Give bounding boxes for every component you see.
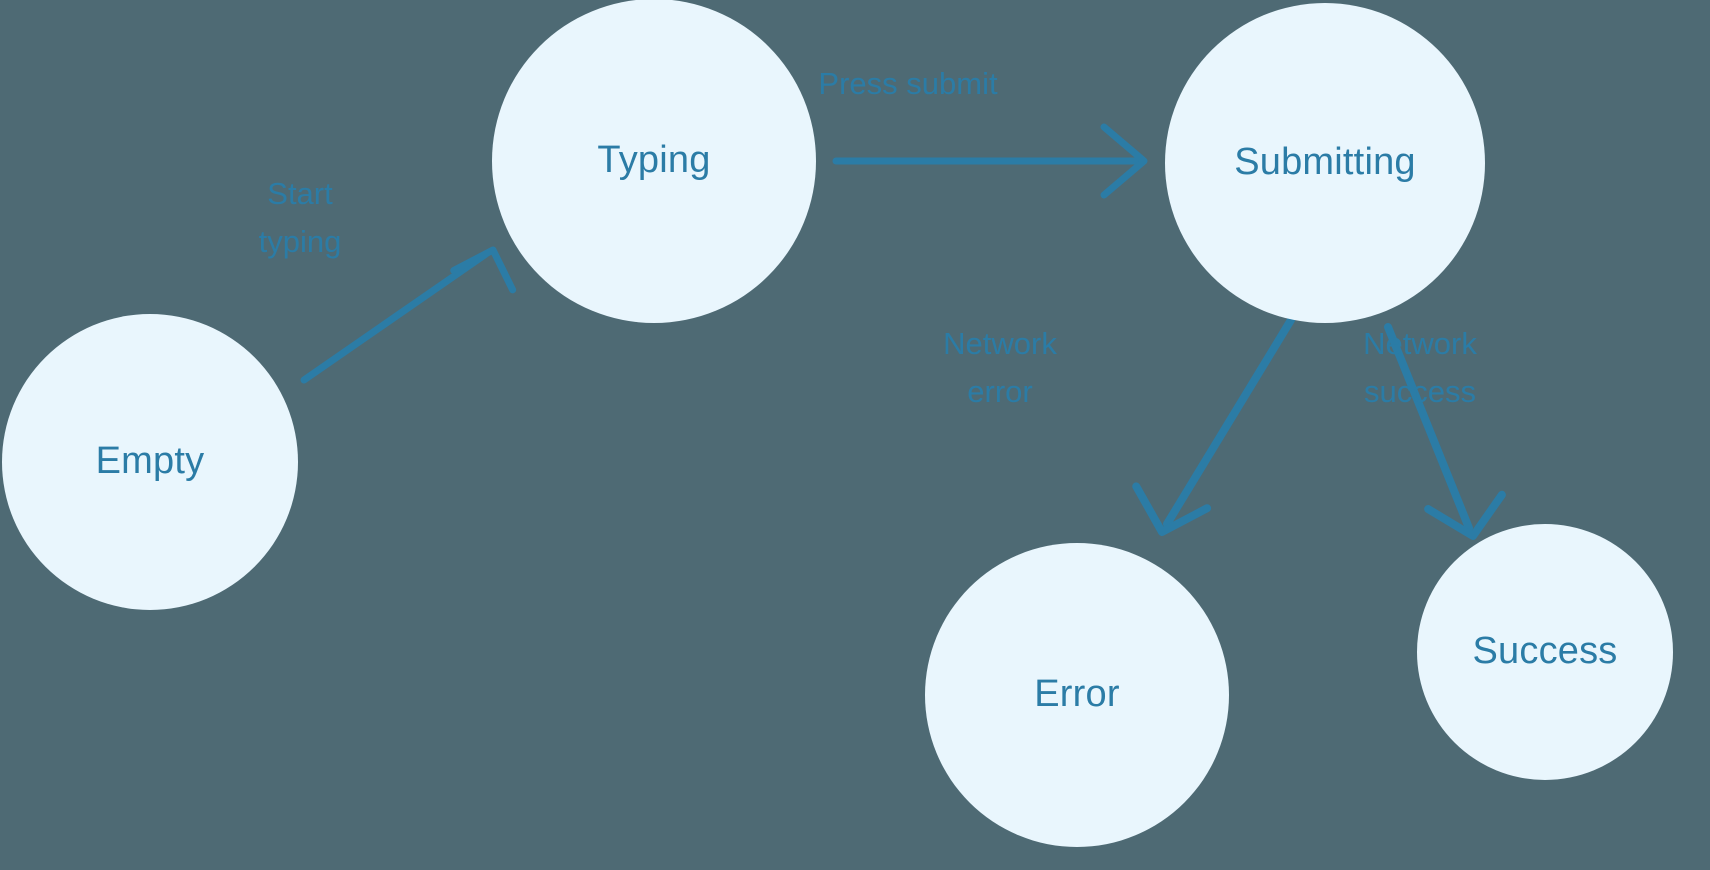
edge-submitting-to-error <box>1132 316 1295 536</box>
arrowhead-icon <box>450 246 517 294</box>
edge-label-network-success: Network success <box>1363 326 1477 410</box>
edge-line <box>1163 316 1295 528</box>
arrowhead-icon <box>1132 482 1212 536</box>
arrowhead-icon <box>1100 123 1148 199</box>
edge-empty-to-typing <box>300 246 517 384</box>
edge-line <box>300 250 490 384</box>
node-label-submitting: Submitting <box>1234 141 1416 184</box>
node-empty[interactable]: Empty <box>2 314 298 610</box>
node-label-success: Success <box>1472 630 1618 673</box>
edge-label-press-submit: Press submit <box>818 66 998 101</box>
edge-line <box>1384 323 1473 532</box>
node-label-typing: Typing <box>597 139 711 182</box>
node-submitting[interactable]: Submitting <box>1165 3 1485 323</box>
edge-label-network-error: Network error <box>943 326 1057 410</box>
edge-label-start-typing: Start typing <box>258 176 342 260</box>
node-success[interactable]: Success <box>1417 524 1673 780</box>
node-typing[interactable]: Typing <box>492 0 816 323</box>
node-label-empty: Empty <box>95 440 205 483</box>
node-label-error: Error <box>1034 673 1120 716</box>
node-error[interactable]: Error <box>925 543 1229 847</box>
arrowhead-icon <box>1424 490 1506 540</box>
edge-submitting-to-success <box>1384 323 1506 540</box>
edge-typing-to-submitting <box>832 123 1148 199</box>
